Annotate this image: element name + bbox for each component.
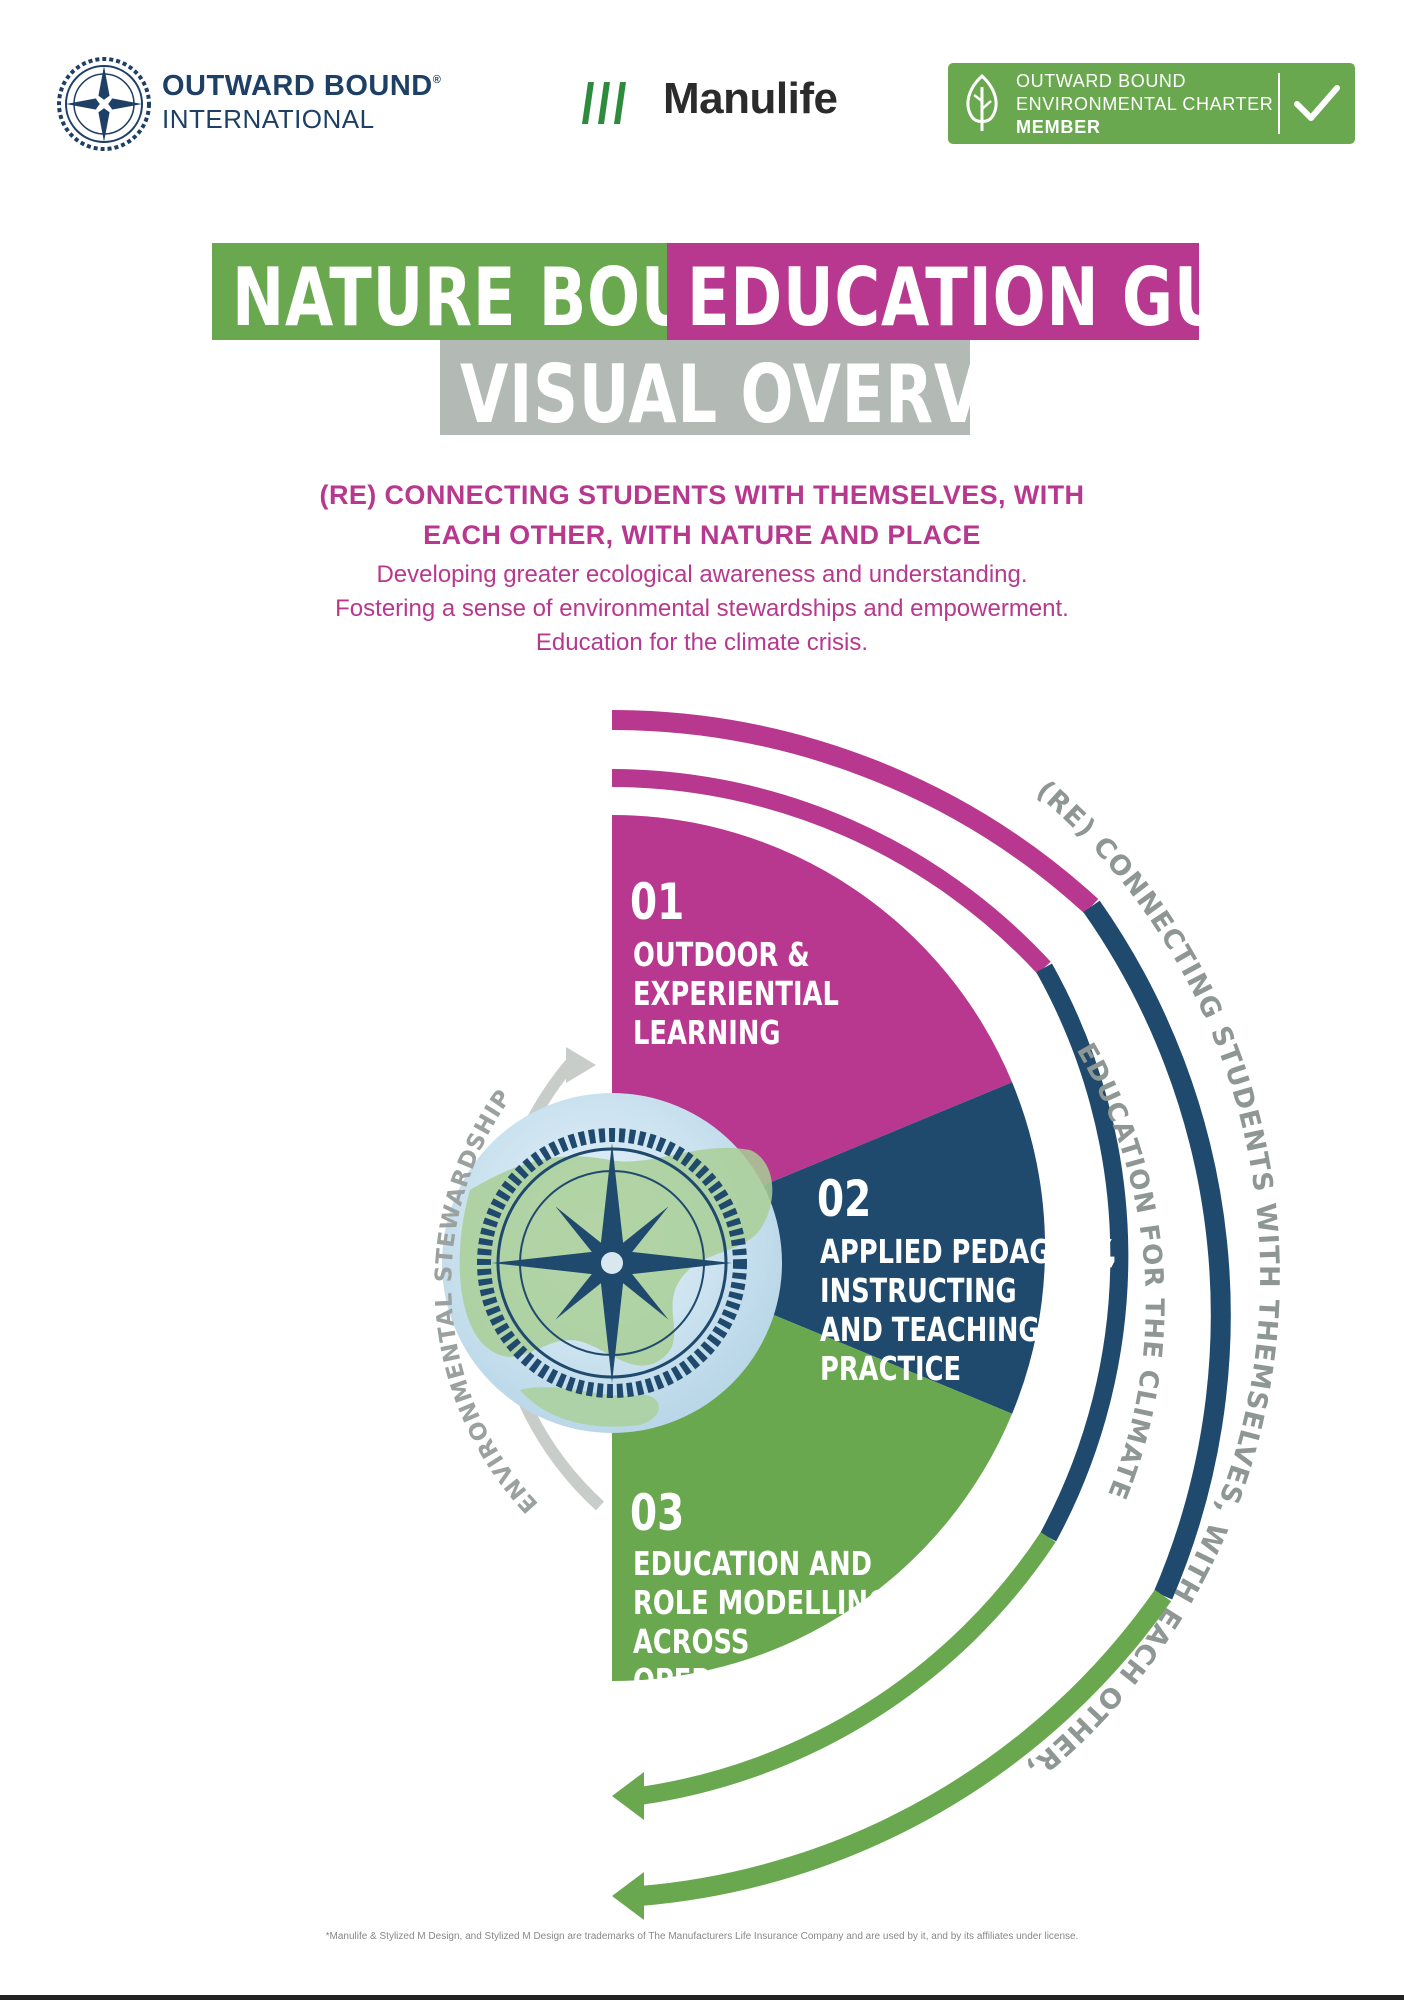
outer-arc-pink bbox=[611, 710, 1099, 914]
leaf-icon bbox=[966, 73, 998, 131]
subline-line1: Developing greater ecological awareness … bbox=[376, 561, 1028, 588]
stylized-m-icon bbox=[582, 82, 626, 124]
outer-arc-green bbox=[639, 1589, 1172, 1906]
segment-03-label: EDUCATION AND ROLE MODELLING ACROSS OPER… bbox=[633, 1544, 890, 1700]
globe-compass-icon bbox=[442, 1093, 782, 1433]
manulife-logo-text: Manulife bbox=[663, 74, 838, 123]
title-block-pink: EDUCATION GUIDE bbox=[667, 243, 1345, 344]
tagline: (RE) CONNECTING STUDENTS WITH THEMSELVES… bbox=[0, 475, 1404, 555]
charter-line1: OUTWARD BOUND bbox=[1016, 71, 1187, 91]
left-arc-arrow-top bbox=[566, 1047, 596, 1083]
environmental-charter-badge: OUTWARD BOUND ENVIRONMENTAL CHARTER MEMB… bbox=[948, 63, 1355, 144]
tagline-line1: (RE) CONNECTING STUDENTS WITH THEMSELVES… bbox=[319, 480, 1085, 510]
subline: Developing greater ecological awareness … bbox=[0, 558, 1404, 660]
footnote: *Manulife & Stylized M Design, and Styli… bbox=[325, 1931, 1079, 1942]
outer-arc-navy bbox=[1083, 900, 1231, 1600]
middle-arrow-head bbox=[612, 1772, 644, 1820]
bottom-rule bbox=[0, 1995, 1404, 2000]
charter-member-label: MEMBER bbox=[1016, 117, 1101, 137]
segment-02-label: APPLIED PEDAGOGY, INSTRUCTING AND TEACHI… bbox=[820, 1232, 1118, 1388]
charter-line2: ENVIRONMENTAL CHARTER bbox=[1016, 94, 1274, 114]
charter-divider bbox=[1278, 73, 1280, 134]
obi-logo-line1: OUTWARD BOUND® bbox=[162, 70, 442, 102]
segment-01-label: OUTDOOR & EXPERIENTIAL LEARNING bbox=[633, 935, 839, 1052]
tagline-line2: EACH OTHER, WITH NATURE AND PLACE bbox=[423, 520, 981, 550]
outer-arrow-head bbox=[612, 1872, 644, 1920]
obi-compass-logo-icon bbox=[57, 57, 151, 151]
title-block-gray: VISUAL OVERVIEW bbox=[440, 340, 1119, 441]
title-part3: VISUAL OVERVIEW bbox=[460, 348, 1120, 441]
middle-arc-green bbox=[638, 1532, 1056, 1805]
segment-02-wedge bbox=[612, 1082, 1046, 1414]
checkmark-icon bbox=[1294, 85, 1340, 121]
segment-01-number: 01 bbox=[630, 873, 685, 931]
subline-line2: Fostering a sense of environmental stewa… bbox=[335, 595, 1069, 622]
segment-02-number: 02 bbox=[817, 1170, 872, 1228]
middle-arc-pink bbox=[611, 769, 1051, 975]
obi-logo-line2: INTERNATIONAL bbox=[162, 104, 375, 134]
segment-03-number: 03 bbox=[630, 1484, 685, 1542]
middle-arc-navy bbox=[1036, 963, 1129, 1542]
subline-line3: Education for the climate crisis. bbox=[535, 629, 869, 656]
title-part2: EDUCATION GUIDE bbox=[687, 251, 1346, 344]
